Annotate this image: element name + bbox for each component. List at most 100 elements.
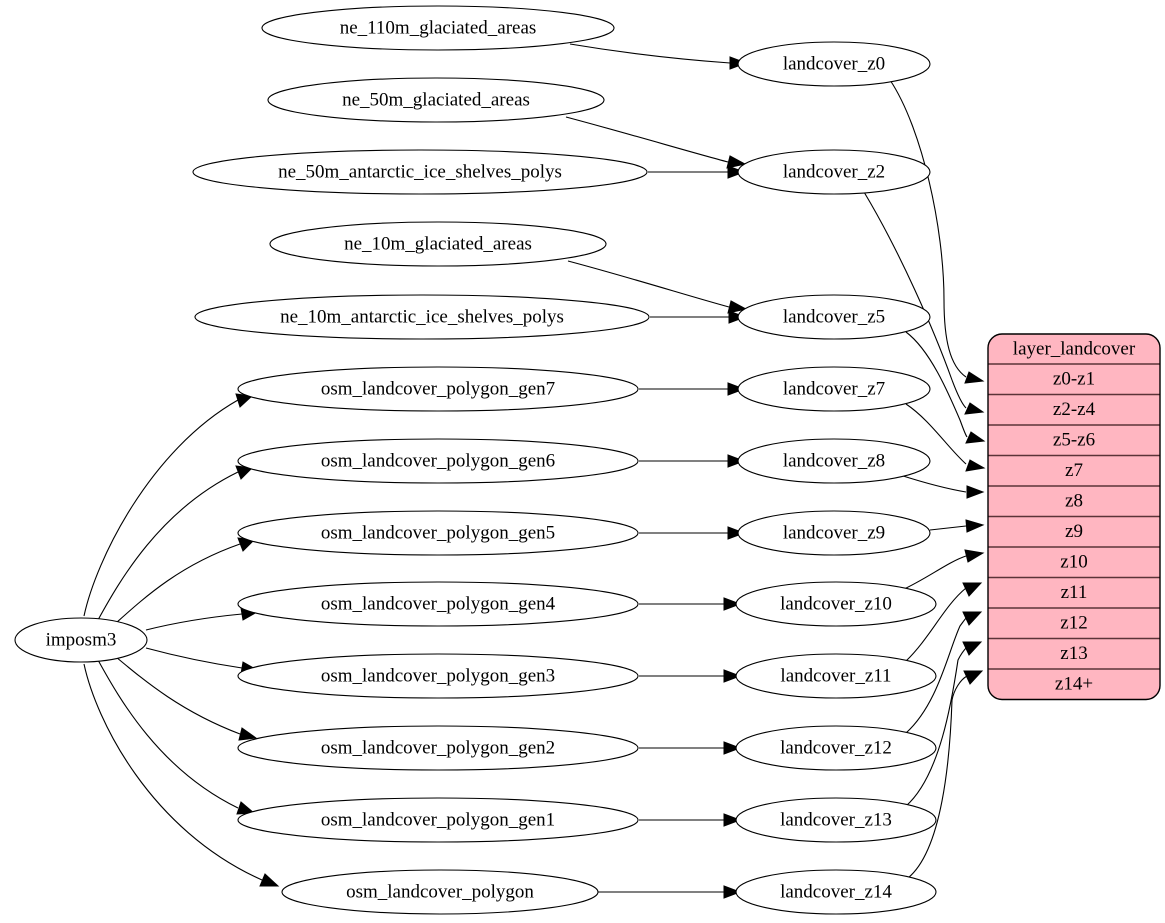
node-label: landcover_z12 bbox=[780, 737, 892, 758]
node-landcover_z8[interactable]: landcover_z8 bbox=[737, 438, 931, 484]
table-row[interactable]: z8 bbox=[988, 486, 1160, 517]
table-row[interactable]: z2-z4 bbox=[988, 395, 1160, 426]
node-ellipse[interactable] bbox=[735, 725, 937, 771]
node-label: landcover_z2 bbox=[783, 161, 885, 182]
node-ellipse[interactable] bbox=[735, 653, 937, 699]
node-ellipse[interactable] bbox=[237, 581, 639, 627]
arrowhead bbox=[962, 611, 983, 626]
node-landcover_z13[interactable]: landcover_z13 bbox=[735, 797, 937, 843]
table-row[interactable]: z10 bbox=[988, 547, 1160, 578]
node-ellipse[interactable] bbox=[237, 653, 639, 699]
edge-imposm3-gen2 bbox=[115, 656, 241, 735]
node-osm_landcover_polygon_gen1[interactable]: osm_landcover_polygon_gen1 bbox=[237, 797, 639, 843]
node-osm_landcover_polygon_gen5[interactable]: osm_landcover_polygon_gen5 bbox=[237, 510, 639, 556]
node-landcover_z10[interactable]: landcover_z10 bbox=[735, 581, 937, 627]
node-ellipse[interactable] bbox=[237, 725, 639, 771]
node-osm_landcover_polygon_gen4[interactable]: osm_landcover_polygon_gen4 bbox=[237, 581, 639, 627]
node-landcover_z11[interactable]: landcover_z11 bbox=[735, 653, 937, 699]
node-label: landcover_z13 bbox=[780, 809, 892, 830]
table-row[interactable]: z9 bbox=[988, 517, 1160, 548]
edge-imposm3-gen3 bbox=[145, 647, 243, 669]
node-landcover_z9[interactable]: landcover_z9 bbox=[737, 510, 931, 556]
edge-z14-row-z14plus bbox=[907, 675, 968, 879]
node-landcover_z2[interactable]: landcover_z2 bbox=[737, 149, 931, 195]
arrowhead bbox=[727, 300, 748, 314]
node-ellipse[interactable] bbox=[237, 366, 639, 412]
edge-ne10mglac-z5 bbox=[567, 260, 730, 308]
node-label: osm_landcover_polygon bbox=[346, 881, 534, 902]
node-ne_50m_antarctic_ice_shelves_polys[interactable]: ne_50m_antarctic_ice_shelves_polys bbox=[192, 149, 648, 195]
arrowhead bbox=[238, 727, 258, 741]
node-landcover_z5[interactable]: landcover_z5 bbox=[737, 294, 931, 340]
node-ellipse[interactable] bbox=[735, 581, 937, 627]
node-ne_50m_glaciated_areas[interactable]: ne_50m_glaciated_areas bbox=[267, 77, 605, 123]
node-label: landcover_z8 bbox=[783, 450, 885, 471]
table-row-label: z5-z6 bbox=[1053, 430, 1095, 451]
arrowhead bbox=[728, 310, 747, 324]
node-ellipse[interactable] bbox=[237, 438, 639, 484]
table-row[interactable]: z14+ bbox=[988, 669, 1160, 700]
node-ellipse[interactable] bbox=[737, 294, 931, 340]
node-label: landcover_z5 bbox=[783, 306, 885, 327]
node-ne_10m_antarctic_ice_shelves_polys[interactable]: ne_10m_antarctic_ice_shelves_polys bbox=[194, 294, 650, 340]
node-osm_landcover_polygon[interactable]: osm_landcover_polygon bbox=[281, 869, 599, 915]
node-osm_landcover_polygon_gen7[interactable]: osm_landcover_polygon_gen7 bbox=[237, 366, 639, 412]
node-landcover_z0[interactable]: landcover_z0 bbox=[737, 41, 931, 87]
edge-z5-row-z5z6 bbox=[905, 331, 968, 438]
edge-z7-row-z7 bbox=[905, 403, 967, 465]
node-landcover_z7[interactable]: landcover_z7 bbox=[737, 366, 931, 412]
node-ellipse[interactable] bbox=[735, 869, 937, 915]
node-ne_110m_glaciated_areas[interactable]: ne_110m_glaciated_areas bbox=[261, 5, 615, 51]
node-landcover_z12[interactable]: landcover_z12 bbox=[735, 725, 937, 771]
node-label: ne_50m_glaciated_areas bbox=[342, 89, 530, 110]
layer-landcover-table[interactable]: layer_landcoverz0-z1z2-z4z5-z6z7z8z9z10z… bbox=[987, 333, 1161, 701]
node-osm_landcover_polygon_gen6[interactable]: osm_landcover_polygon_gen6 bbox=[237, 438, 639, 484]
node-ellipse[interactable] bbox=[237, 797, 639, 843]
arrowhead bbox=[964, 549, 985, 563]
node-ellipse[interactable] bbox=[192, 149, 648, 195]
table-row[interactable]: z0-z1 bbox=[988, 364, 1160, 395]
node-ellipse[interactable] bbox=[267, 77, 605, 123]
node-ellipse[interactable] bbox=[737, 41, 931, 87]
arrowhead bbox=[966, 485, 985, 499]
node-label: landcover_z7 bbox=[783, 378, 885, 399]
table-row[interactable]: z11 bbox=[988, 578, 1160, 609]
node-ellipse[interactable] bbox=[735, 797, 937, 843]
node-label: osm_landcover_polygon_gen3 bbox=[321, 665, 555, 686]
node-ellipse[interactable] bbox=[269, 221, 607, 267]
node-label: osm_landcover_polygon_gen7 bbox=[321, 378, 555, 399]
node-ellipse[interactable] bbox=[737, 510, 931, 556]
node-osm_landcover_polygon_gen2[interactable]: osm_landcover_polygon_gen2 bbox=[237, 725, 639, 771]
node-ellipse[interactable] bbox=[237, 510, 639, 556]
table-row-label: z2-z4 bbox=[1053, 399, 1096, 420]
node-label: landcover_z9 bbox=[783, 522, 885, 543]
table-outline bbox=[987, 333, 1161, 701]
node-ellipse[interactable] bbox=[194, 294, 650, 340]
node-imposm3[interactable]: imposm3 bbox=[14, 617, 148, 663]
mid-nodes-group: landcover_z0 landcover_z2 landcover_z5land… bbox=[735, 41, 937, 915]
node-label: osm_landcover_polygon_gen5 bbox=[321, 522, 555, 543]
table-row[interactable]: z12 bbox=[988, 608, 1160, 639]
edge-z11-row-z11 bbox=[905, 587, 967, 662]
node-ellipse[interactable] bbox=[737, 366, 931, 412]
table-row-label: z8 bbox=[1065, 491, 1083, 512]
node-ellipse[interactable] bbox=[14, 617, 148, 663]
node-ellipse[interactable] bbox=[281, 869, 599, 915]
node-label: osm_landcover_polygon_gen2 bbox=[321, 737, 555, 758]
arrowhead bbox=[962, 641, 983, 656]
node-ellipse[interactable] bbox=[737, 438, 931, 484]
node-landcover_z14[interactable]: landcover_z14 bbox=[735, 869, 937, 915]
arrowhead bbox=[723, 669, 742, 683]
table-row-label: z11 bbox=[1061, 582, 1088, 603]
table-row[interactable]: z5-z6 bbox=[988, 425, 1160, 456]
node-label: landcover_z0 bbox=[783, 53, 885, 74]
table-row[interactable]: z13 bbox=[988, 639, 1160, 670]
edge-z10-row-z10 bbox=[901, 555, 967, 591]
table-row-label: z0-z1 bbox=[1053, 369, 1095, 390]
node-ellipse[interactable] bbox=[261, 5, 615, 51]
table-row[interactable]: z7 bbox=[988, 456, 1160, 487]
arrowhead bbox=[727, 165, 746, 179]
node-ellipse[interactable] bbox=[737, 149, 931, 195]
node-ne_10m_glaciated_areas[interactable]: ne_10m_glaciated_areas bbox=[269, 221, 607, 267]
node-osm_landcover_polygon_gen3[interactable]: osm_landcover_polygon_gen3 bbox=[237, 653, 639, 699]
